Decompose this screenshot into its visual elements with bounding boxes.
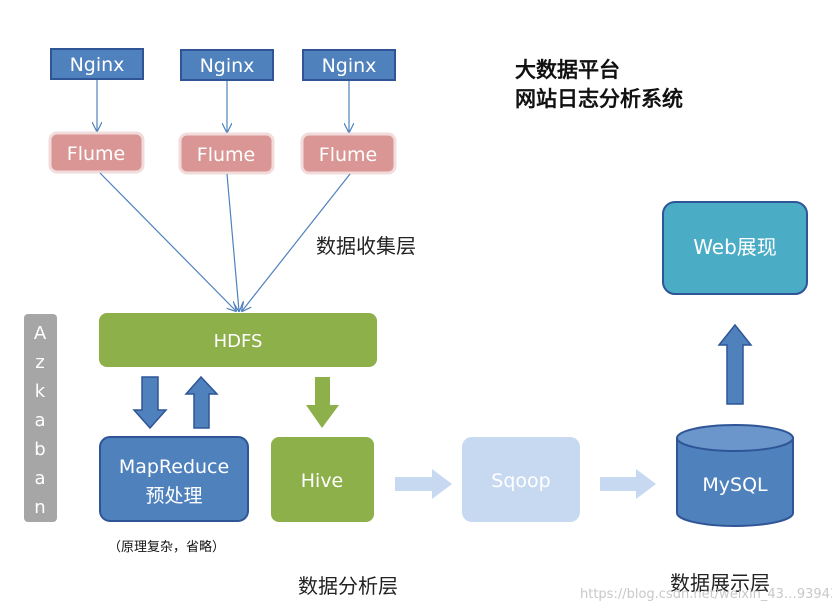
azkaban-bar: A z k a b a n bbox=[24, 314, 57, 522]
azkaban-letter-6: a bbox=[34, 468, 45, 489]
mapreduce-note: （原理复杂，省略） bbox=[108, 539, 225, 555]
arrow-sqoop-to-mysql bbox=[600, 469, 656, 499]
flume-node-2: Flume bbox=[178, 132, 275, 175]
layer-label-collect: 数据收集层 bbox=[316, 234, 416, 258]
azkaban-letter-1: A bbox=[34, 323, 47, 344]
azkaban-letter-4: a bbox=[34, 410, 45, 431]
arrow-mapreduce-to-hdfs bbox=[184, 375, 219, 429]
azkaban-letter-7: n bbox=[34, 497, 45, 518]
flume-node-1: Flume bbox=[48, 131, 145, 174]
mysql-node: MySQL bbox=[676, 424, 794, 527]
flume-node-3: Flume bbox=[300, 132, 397, 175]
arrow-hdfs-to-mapreduce bbox=[132, 376, 168, 430]
azkaban-letter-3: k bbox=[35, 381, 46, 402]
mapreduce-sublabel: 预处理 bbox=[145, 485, 202, 507]
nginx-label-2: Nginx bbox=[200, 55, 255, 77]
flume-label-2: Flume bbox=[197, 144, 255, 166]
nginx-label-3: Nginx bbox=[322, 55, 377, 77]
mapreduce-label: MapReduce bbox=[119, 456, 229, 478]
arrow-hdfs-to-hive bbox=[306, 377, 339, 428]
web-node: Web展现 bbox=[662, 201, 808, 295]
web-label: Web展现 bbox=[693, 235, 777, 259]
arrow-flume1-hdfs bbox=[99, 172, 236, 311]
hive-label: Hive bbox=[301, 470, 344, 492]
sqoop-label: Sqoop bbox=[491, 470, 550, 492]
arrow-flume2-hdfs bbox=[226, 173, 239, 311]
arrow-hive-to-sqoop bbox=[395, 469, 452, 499]
arrow-flume3-hdfs bbox=[242, 173, 351, 311]
sqoop-node: Sqoop bbox=[462, 437, 580, 522]
nginx-node-3: Nginx bbox=[302, 49, 396, 81]
title-line-1: 大数据平台 bbox=[515, 58, 620, 82]
flume-label-1: Flume bbox=[67, 143, 125, 165]
nginx-label-1: Nginx bbox=[70, 54, 125, 76]
nginx-node-1: Nginx bbox=[50, 48, 144, 80]
watermark-text: https://blog.csdn.net/weixin_43…93943 bbox=[580, 587, 832, 602]
layer-label-analysis: 数据分析层 bbox=[298, 574, 398, 598]
title-line-2: 网站日志分析系统 bbox=[515, 87, 683, 111]
azkaban-letter-2: z bbox=[35, 352, 44, 373]
layer-label-display: 数据展示层 bbox=[670, 571, 770, 595]
mysql-label: MySQL bbox=[702, 474, 768, 496]
hdfs-node: HDFS bbox=[99, 313, 377, 367]
hive-node: Hive bbox=[271, 437, 374, 522]
hdfs-label: HDFS bbox=[214, 331, 263, 352]
flume-label-3: Flume bbox=[319, 144, 377, 166]
azkaban-letter-5: b bbox=[34, 439, 45, 460]
nginx-node-2: Nginx bbox=[180, 49, 274, 81]
arrow-mysql-to-web bbox=[717, 323, 753, 405]
mapreduce-node: MapReduce 预处理 bbox=[99, 436, 249, 522]
